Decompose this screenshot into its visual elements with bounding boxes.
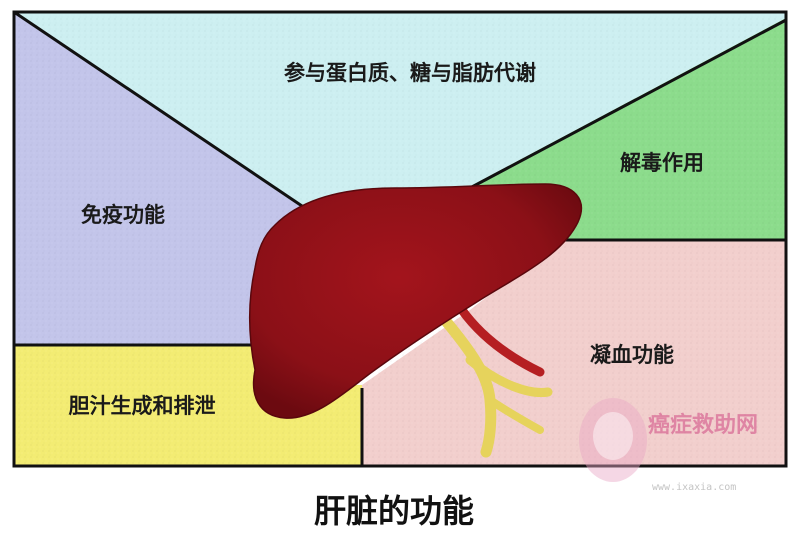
label-protein-sugar-fat-metabolism: 参与蛋白质、糖与脂肪代谢 [284,61,536,85]
label-immune-function: 免疫功能 [81,203,165,227]
label-coagulation-function: 凝血功能 [590,343,674,367]
label-detoxification: 解毒作用 [620,151,704,175]
label-bile-production-excretion: 胆汁生成和排泄 [69,394,216,418]
watermark-text: 癌症救助网 [648,412,758,438]
diagram-caption: 肝脏的功能 [314,492,474,530]
watermark-url: www.ixaxia.com [652,482,736,493]
watermark-logo-inner [593,412,633,460]
